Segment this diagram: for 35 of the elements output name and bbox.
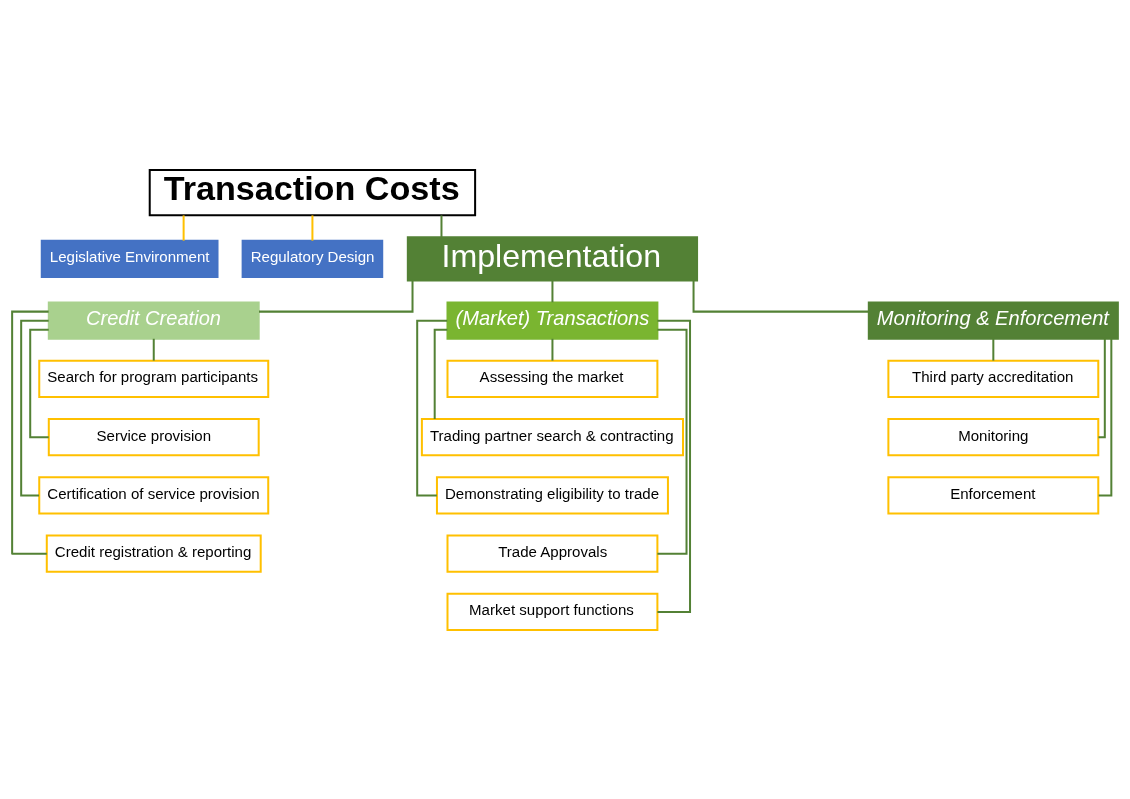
connector (259, 280, 414, 313)
connector (657, 328, 688, 555)
connector (440, 214, 443, 237)
connector (1098, 338, 1113, 496)
node-box: Search for program participants (38, 359, 270, 398)
node-box: Transaction Costs (148, 168, 477, 216)
node-box: Regulatory Design (241, 239, 384, 278)
connector (11, 310, 49, 555)
node-box: Enforcement (887, 475, 1100, 514)
node-box: Credit registration & reporting (45, 534, 262, 573)
node-box: Legislative Environment (40, 239, 219, 278)
node-box: Market support functions (446, 592, 659, 631)
connector (182, 214, 185, 241)
node-box: (Market) Transactions (446, 301, 659, 340)
connector (1098, 338, 1106, 438)
connector (551, 280, 554, 302)
node-box: Monitoring (887, 417, 1100, 456)
connector (152, 338, 155, 361)
node-box: Trading partner search & contracting (420, 417, 684, 456)
connector (657, 319, 692, 613)
connector (311, 214, 314, 241)
node-box: Third party accreditation (887, 359, 1100, 398)
connector (692, 280, 869, 313)
node-box: Certification of service provision (38, 475, 270, 514)
node-box: Assessing the market (446, 359, 659, 398)
connector (433, 328, 448, 419)
connector (416, 319, 448, 496)
node-box: Service provision (47, 417, 260, 456)
connector (992, 338, 995, 361)
node-box: Credit Creation (47, 301, 260, 340)
node-box: Demonstrating eligibility to trade (435, 475, 669, 514)
connector (551, 338, 554, 361)
node-box: Implementation (406, 235, 699, 281)
node-box: Monitoring & Enforcement (867, 301, 1119, 340)
node-box: Trade Approvals (446, 534, 659, 573)
